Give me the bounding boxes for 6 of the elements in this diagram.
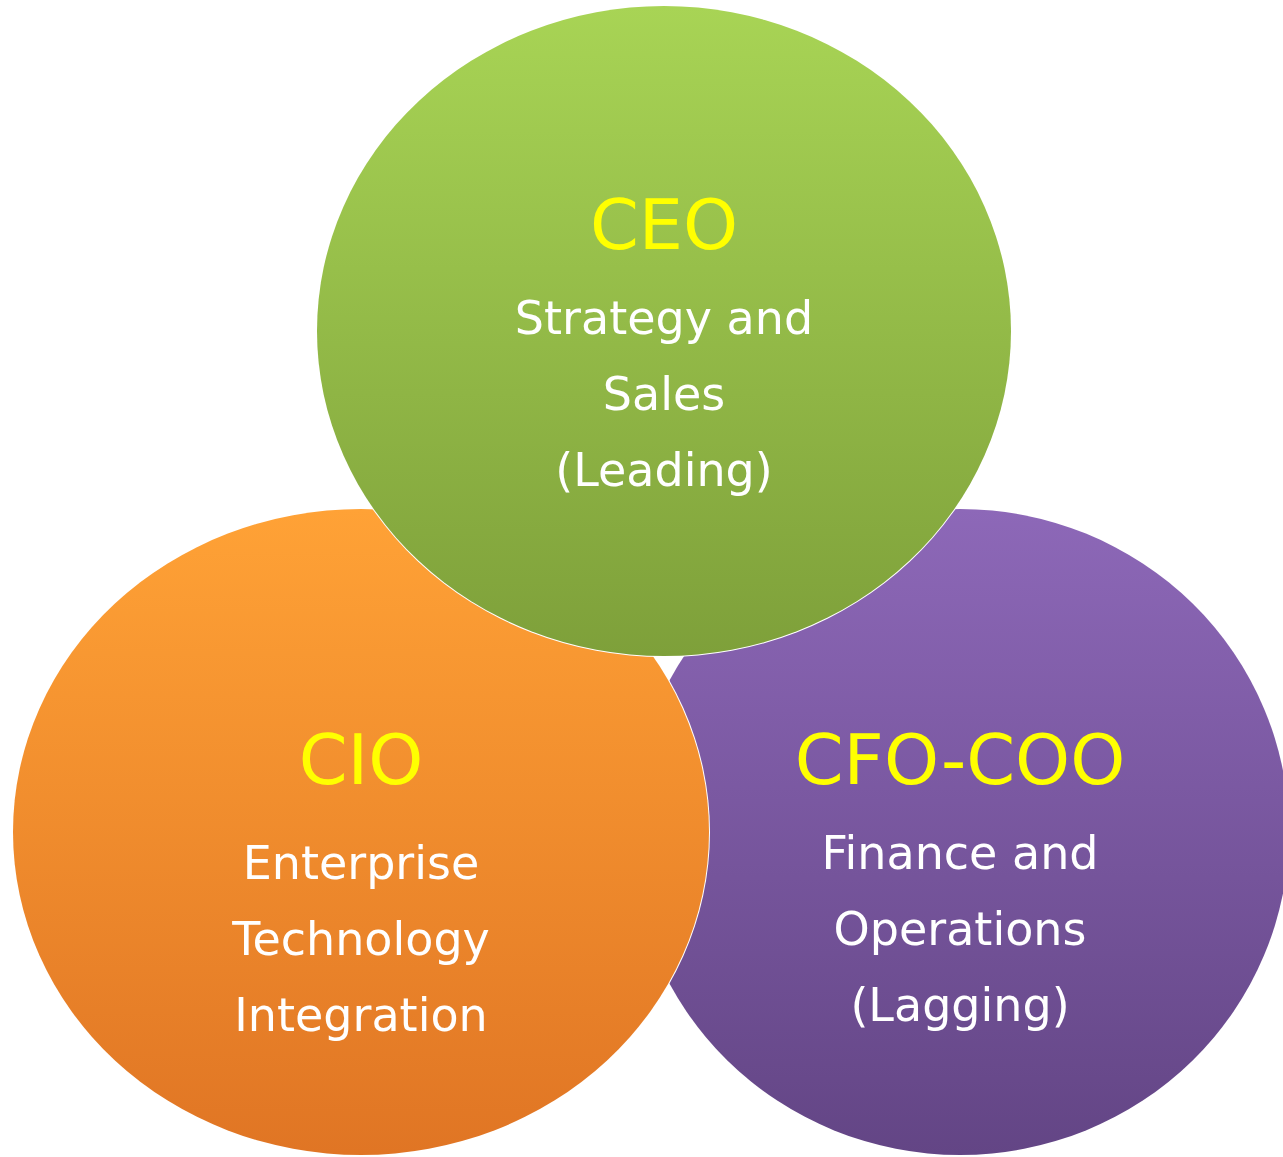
role-description: Strategy and Sales (Leading) — [513, 290, 815, 499]
role-description: Finance and Operations (Lagging) — [820, 825, 1100, 1034]
role-title: CEO — [588, 185, 740, 265]
role-title: CFO-COO — [793, 720, 1127, 800]
role-title: CIO — [297, 720, 425, 800]
role-description: Enterprise Technology Integration — [231, 835, 491, 1044]
